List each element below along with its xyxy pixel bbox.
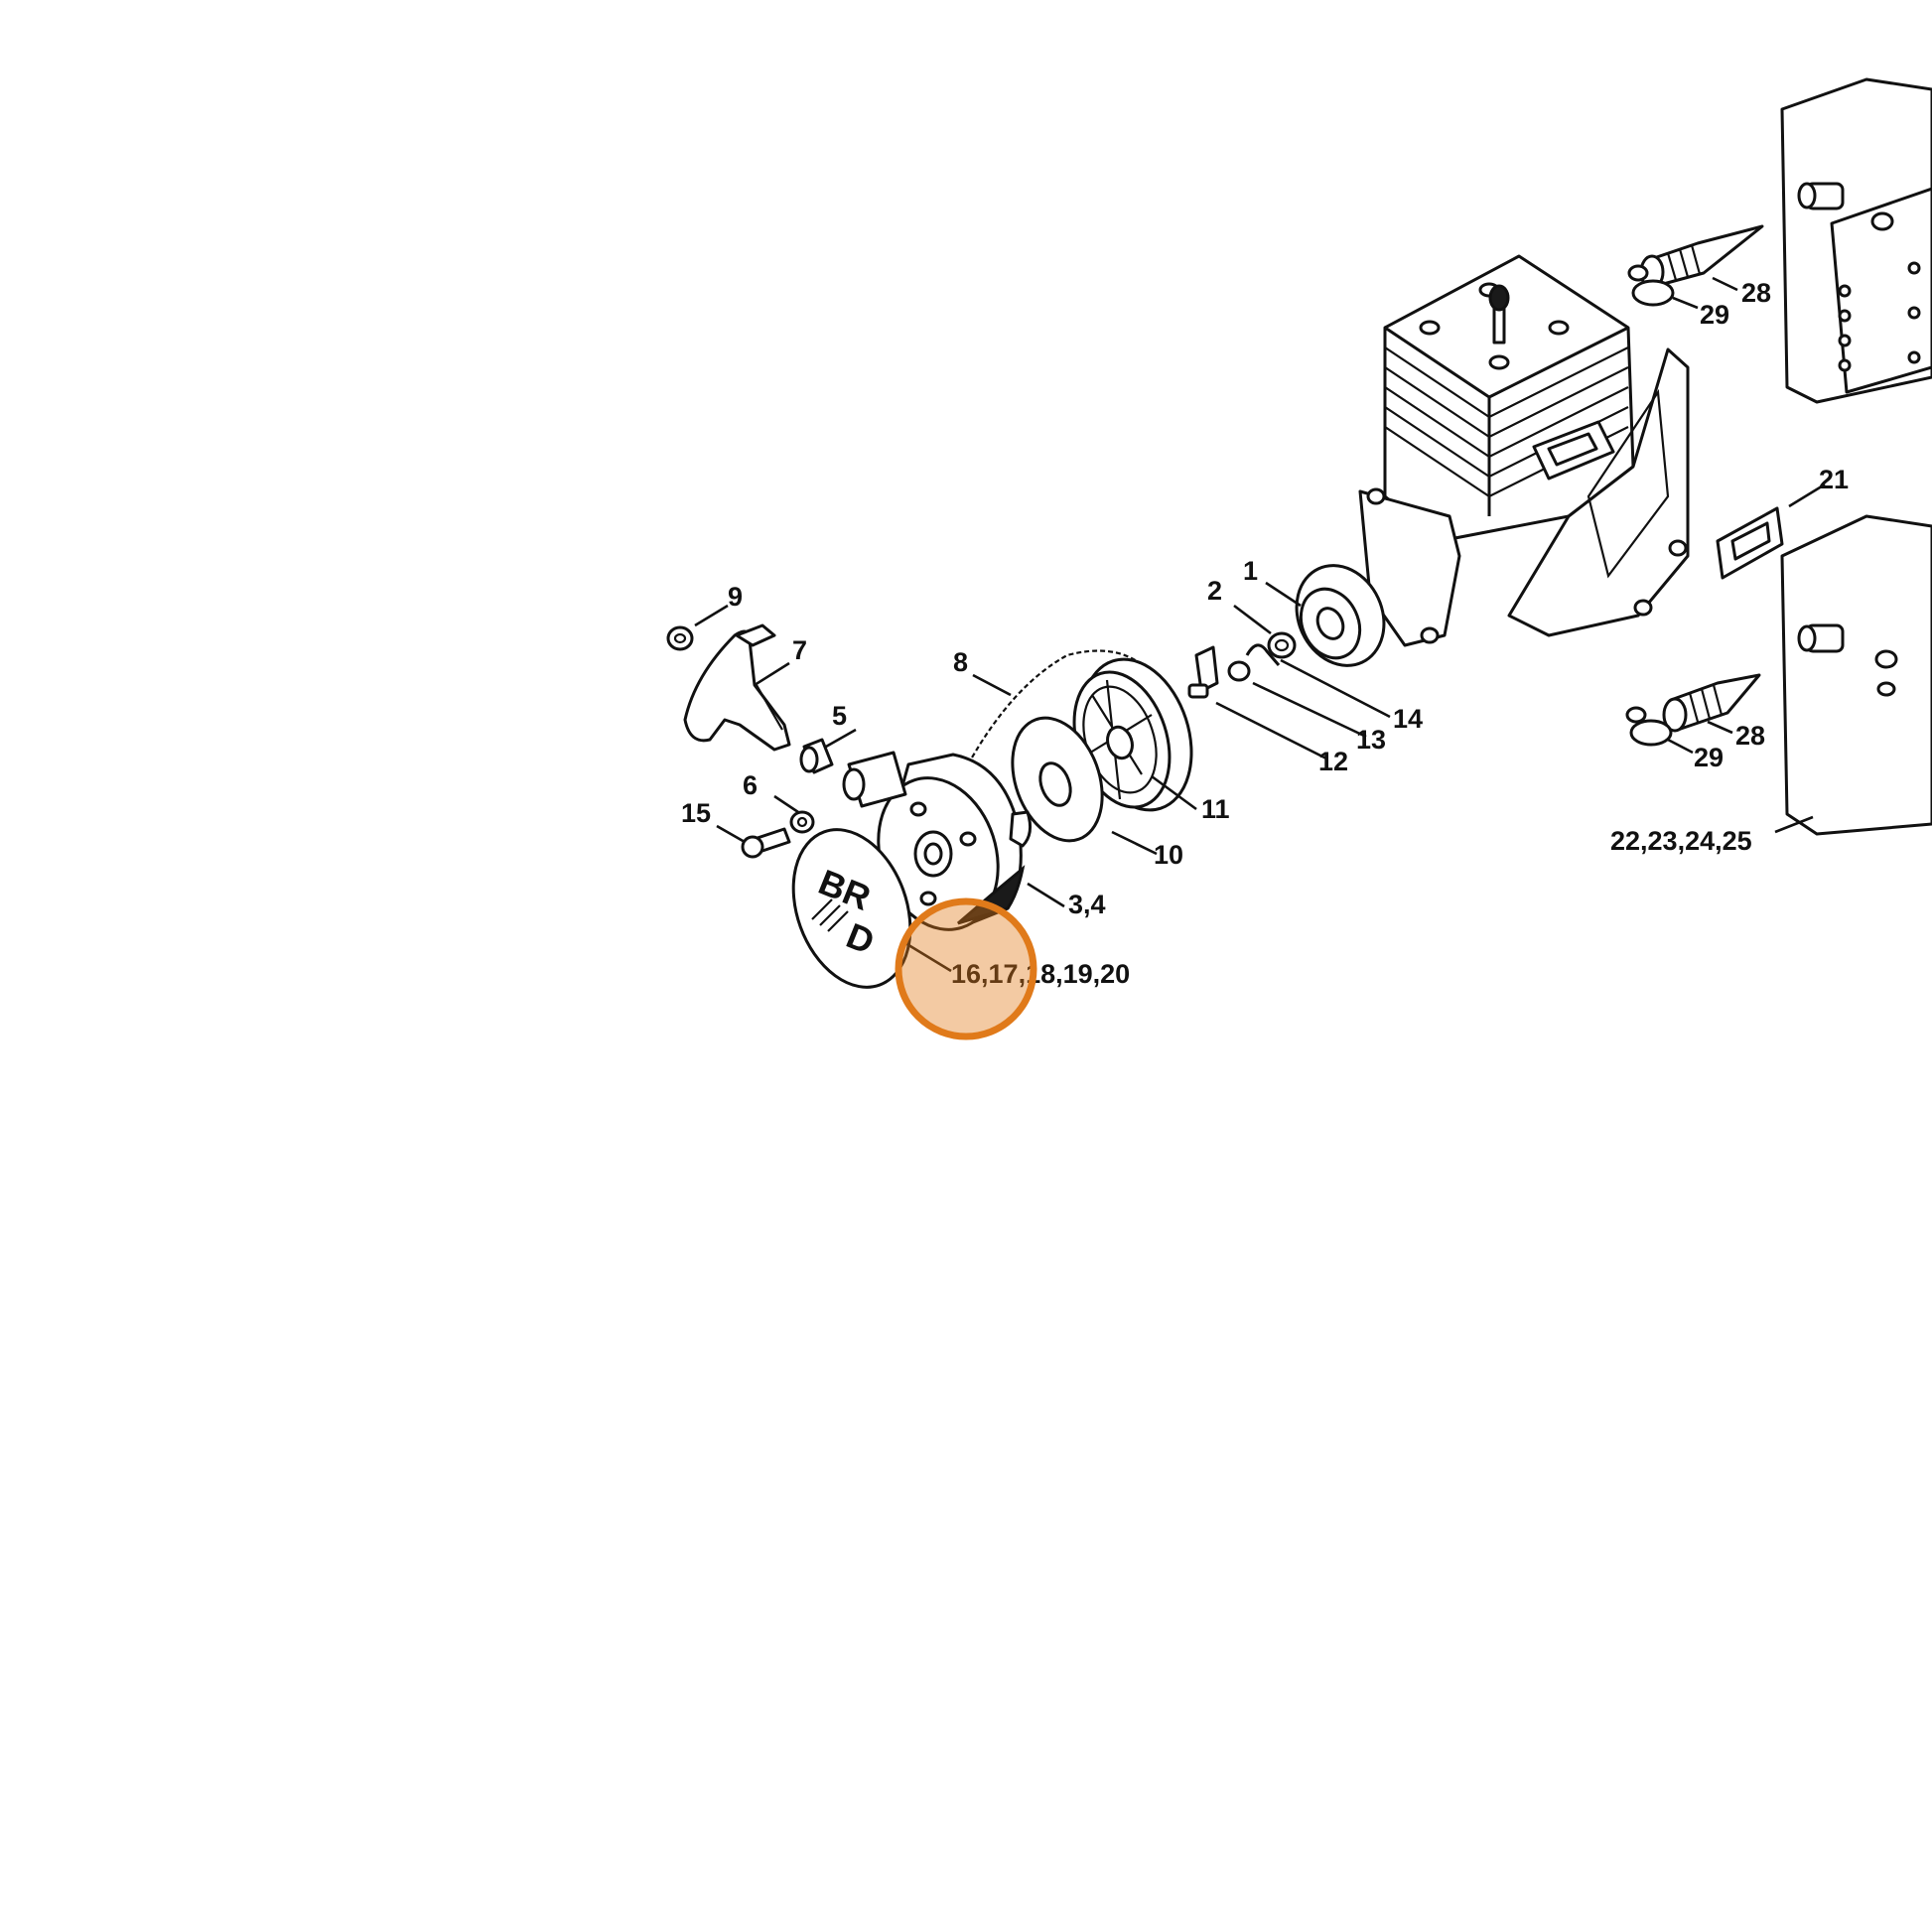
fan-housing[interactable] (842, 751, 1033, 945)
rewind-spring-disc[interactable] (997, 705, 1119, 853)
callout-22-23-24-25[interactable]: 22,23,24,25 (1610, 826, 1752, 856)
callout-10[interactable]: 10 (1154, 840, 1183, 870)
highlight-marker (895, 897, 1037, 1040)
starter-grip[interactable] (683, 623, 791, 752)
starter-rope[interactable] (967, 649, 1141, 765)
callout-14[interactable]: 14 (1393, 704, 1423, 734)
callout-28-upper[interactable]: 28 (1741, 278, 1771, 308)
rope-guide-bushing[interactable] (799, 738, 834, 774)
callout-8[interactable]: 8 (953, 647, 968, 677)
muffler-gasket[interactable] (1716, 506, 1784, 580)
callout-29-upper[interactable]: 29 (1700, 300, 1729, 330)
muffler-screw-lower[interactable] (1662, 673, 1761, 733)
callout-9[interactable]: 9 (728, 582, 743, 612)
starter-pawl[interactable] (1187, 645, 1219, 699)
callout-12[interactable]: 12 (1318, 747, 1348, 776)
callout-2[interactable]: 2 (1207, 576, 1222, 606)
spacer-sleeve[interactable] (789, 810, 815, 834)
hose-clamp-lower[interactable] (1625, 706, 1673, 747)
callout-3-4[interactable]: 3,4 (1068, 890, 1106, 919)
engine-cylinder-crankcase[interactable] (1358, 254, 1690, 647)
muffler-lower[interactable] (1780, 514, 1932, 836)
washer[interactable] (1227, 660, 1251, 682)
callout-6[interactable]: 6 (743, 770, 758, 800)
pawl-spring[interactable] (1245, 643, 1281, 666)
hex-nut[interactable] (1267, 631, 1297, 659)
callout-29-lower[interactable]: 29 (1694, 743, 1724, 772)
muffler-upper[interactable] (1780, 77, 1932, 404)
callout-16-17-18-19-20[interactable]: 16,17,18,19,20 (951, 959, 1130, 989)
leader-lines (694, 276, 1826, 973)
callout-21[interactable]: 21 (1819, 465, 1849, 494)
callout-1[interactable]: 1 (1243, 556, 1258, 586)
housing-screw[interactable] (741, 827, 791, 859)
starter-cover-logo-plate[interactable]: BR D (772, 813, 930, 1004)
callout-5[interactable]: 5 (832, 701, 847, 731)
hose-clamp-upper[interactable] (1627, 264, 1675, 307)
callout-28-lower[interactable]: 28 (1735, 721, 1765, 751)
callout-11[interactable]: 11 (1201, 794, 1230, 824)
callout-7[interactable]: 7 (792, 635, 807, 665)
callout-15[interactable]: 15 (681, 798, 711, 828)
grip-nut[interactable] (666, 625, 694, 651)
logo-stripes (811, 898, 849, 932)
starter-cup[interactable] (1281, 551, 1400, 680)
callout-13[interactable]: 13 (1356, 725, 1386, 755)
callout-labels: 9 7 5 6 15 8 10 11 3,4 16,17,18,19,20 2 … (681, 278, 1849, 989)
